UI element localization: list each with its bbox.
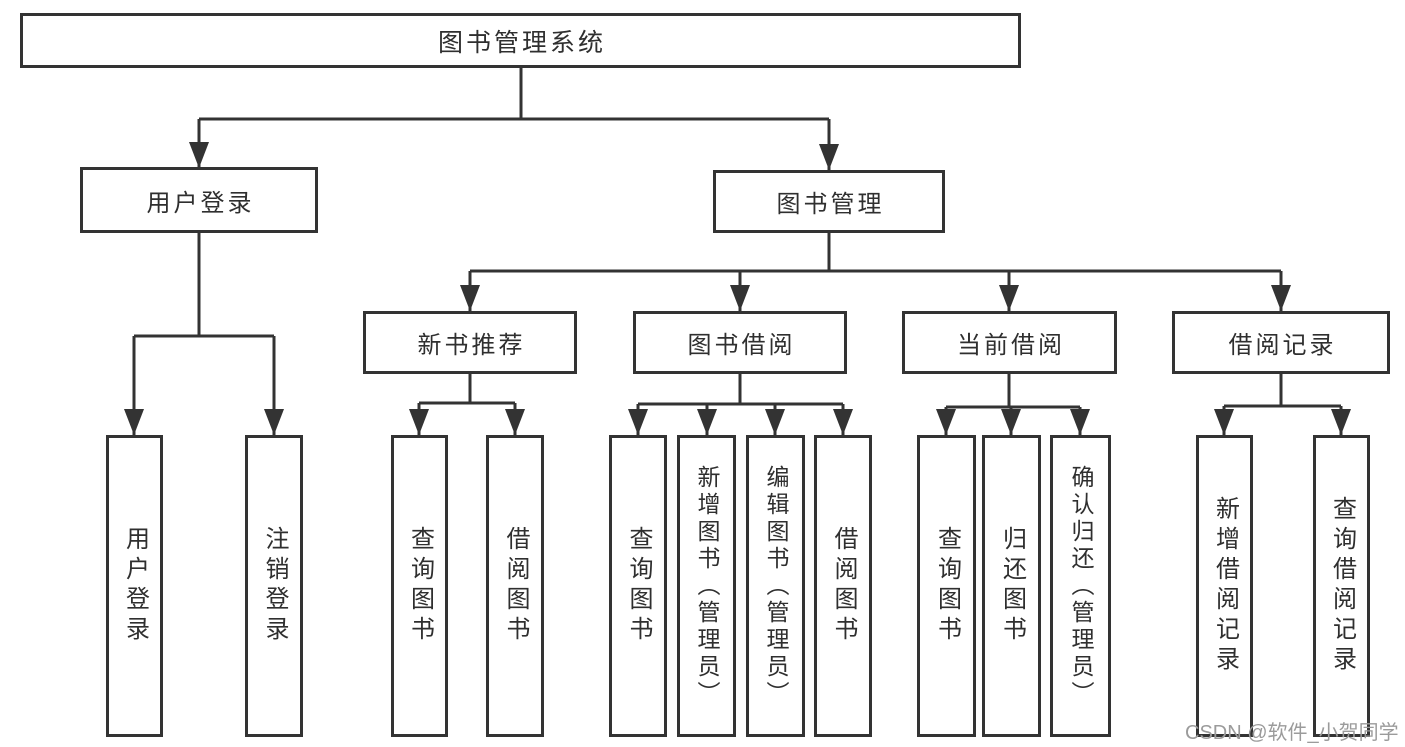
node-book-management: 图书管理 xyxy=(713,170,945,233)
node-user-login: 用户登录 xyxy=(80,167,318,233)
node-book-borrowing: 图书借阅 xyxy=(633,311,847,374)
leaf-add-book-admin: 新增图书（管理员） xyxy=(677,435,736,737)
node-new-book-recommendation: 新书推荐 xyxy=(363,311,577,374)
leaf-query-borrow-record: 查询借阅记录 xyxy=(1313,435,1370,737)
leaf-query-books-borrowing: 查询图书 xyxy=(609,435,667,737)
leaf-query-books-recommend: 查询图书 xyxy=(391,435,448,737)
leaf-confirm-return-admin: 确认归还（管理员） xyxy=(1050,435,1111,737)
csdn-watermark: CSDN @软件_小贺同学 xyxy=(1185,722,1399,744)
connectors-book-mgmt-to-level3 xyxy=(460,233,1291,311)
node-borrowing-records: 借阅记录 xyxy=(1172,311,1390,374)
connectors-current-children xyxy=(936,374,1090,435)
connectors-borrowing-children xyxy=(628,374,853,435)
connectors-user-login-children xyxy=(124,233,284,435)
leaf-borrow-books-borrowing: 借阅图书 xyxy=(814,435,872,737)
leaf-return-books: 归还图书 xyxy=(982,435,1041,737)
connectors-recommend-children xyxy=(409,374,525,435)
node-current-borrowing: 当前借阅 xyxy=(902,311,1117,374)
connectors-root-to-level2 xyxy=(189,66,839,170)
leaf-borrow-books-recommend: 借阅图书 xyxy=(486,435,544,737)
leaf-edit-book-admin: 编辑图书（管理员） xyxy=(746,435,805,737)
leaf-query-books-current: 查询图书 xyxy=(917,435,976,737)
leaf-user-login: 用户登录 xyxy=(106,435,163,737)
leaf-add-borrow-record: 新增借阅记录 xyxy=(1196,435,1253,737)
connectors-records-children xyxy=(1214,374,1351,435)
leaf-logout: 注销登录 xyxy=(245,435,303,737)
node-root: 图书管理系统 xyxy=(20,13,1021,68)
